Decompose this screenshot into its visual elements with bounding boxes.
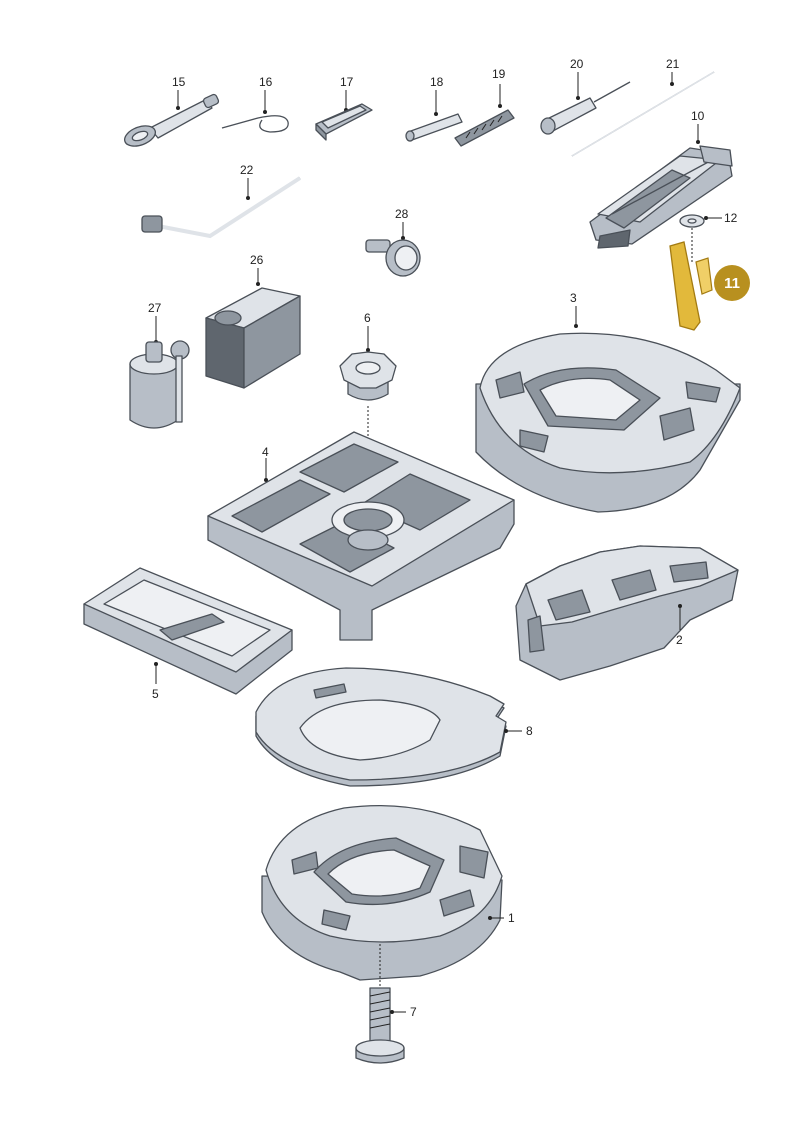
callout-20: 20 — [570, 57, 584, 71]
part-2-foam-insert[interactable] — [515, 545, 739, 681]
callout-21: 21 — [666, 57, 680, 71]
callout-6: 6 — [364, 311, 371, 325]
callout-26: 26 — [250, 253, 264, 267]
callout-16: 16 — [259, 75, 273, 89]
callout-badge-11[interactable]: 11 — [714, 265, 750, 301]
callout-3: 3 — [570, 291, 577, 305]
part-19-threaded-rod[interactable] — [454, 84, 515, 147]
callout-19: 19 — [492, 67, 506, 81]
part-21-crank-rod[interactable] — [571, 71, 715, 157]
part-12-washer[interactable] — [679, 214, 722, 262]
callout-18: 18 — [430, 75, 444, 89]
strap-highlight-shape — [669, 241, 701, 331]
part-7-bolt[interactable] — [355, 987, 406, 1064]
callout-7: 7 — [410, 1005, 417, 1019]
part-1-base-foam[interactable] — [261, 804, 504, 988]
part-20-socket[interactable] — [540, 72, 631, 135]
callout-2: 2 — [676, 633, 683, 647]
part-22-lug-wrench[interactable] — [141, 176, 302, 239]
part-28-pressure-gauge[interactable] — [365, 222, 421, 277]
callout-10: 10 — [691, 109, 705, 123]
callout-28: 28 — [395, 207, 409, 221]
callout-4: 4 — [262, 445, 269, 459]
callout-22: 22 — [240, 163, 254, 177]
callout-8: 8 — [526, 724, 533, 738]
part-17-clamp[interactable] — [315, 90, 373, 141]
part-10-scissor-jack[interactable] — [589, 124, 733, 249]
part-4-center-tray[interactable] — [207, 431, 515, 641]
part-5-flat-tray[interactable] — [83, 567, 293, 695]
part-27-sealant-bottle[interactable] — [129, 316, 190, 429]
part-3-foam-tray[interactable] — [475, 306, 741, 513]
part-11-strap-highlighted[interactable] — [669, 241, 713, 331]
callout-12: 12 — [724, 211, 738, 225]
part-15-tow-eye[interactable] — [122, 90, 220, 150]
part-8-floor-mat[interactable] — [255, 667, 522, 787]
callout-15: 15 — [172, 75, 186, 89]
part-16-wire-clip[interactable] — [221, 90, 289, 133]
callout-5: 5 — [152, 687, 159, 701]
badge-label-11: 11 — [724, 275, 740, 292]
callout-27: 27 — [148, 301, 162, 315]
callout-1: 1 — [508, 911, 515, 925]
callout-17: 17 — [340, 75, 354, 89]
part-26-compressor[interactable] — [205, 268, 301, 389]
part-18-pin[interactable] — [405, 90, 463, 142]
